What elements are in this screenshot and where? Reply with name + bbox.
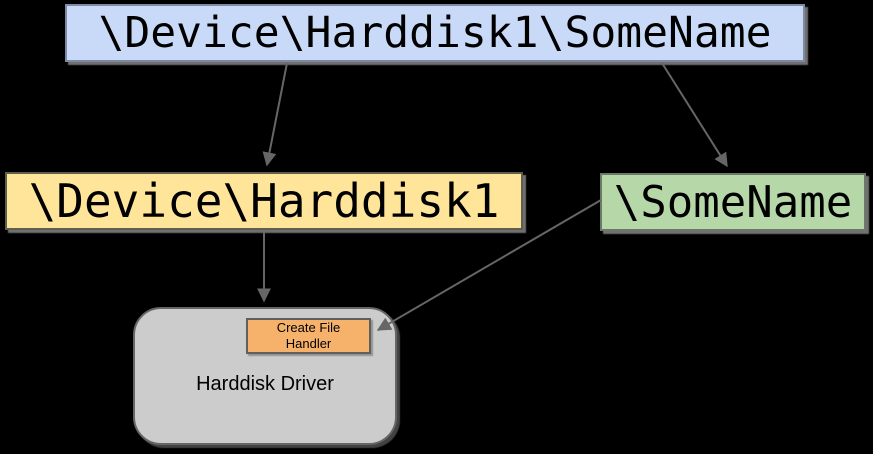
node-full-path-label: \Device\Harddisk1\SomeName [98, 8, 772, 58]
node-create-file-handler: Create File Handler [246, 318, 371, 354]
edge-fullpath-to-somename [661, 62, 728, 168]
node-some-name-label: \SomeName [613, 176, 853, 228]
node-device-path-label: \Device\Harddisk1 [28, 174, 500, 228]
node-create-file-handler-line1: Create File [276, 320, 341, 335]
node-harddisk-driver-label: Harddisk Driver [196, 373, 334, 395]
node-device-path: \Device\Harddisk1 [5, 172, 523, 230]
edge-fullpath-to-devicepath [262, 62, 288, 167]
node-create-file-handler-line2: Handler [285, 336, 332, 351]
node-full-path: \Device\Harddisk1\SomeName [65, 4, 805, 62]
node-some-name: \SomeName [600, 173, 866, 231]
